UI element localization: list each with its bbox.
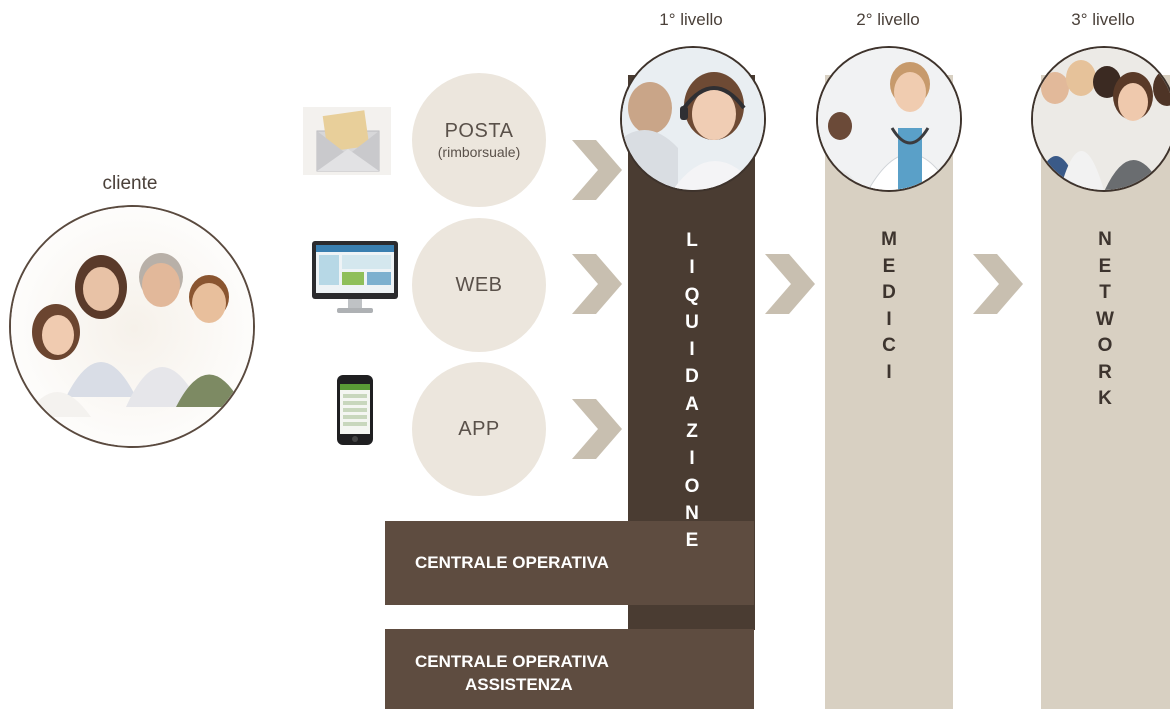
chevron-right-icon (765, 254, 815, 314)
centrale-assistenza-line2: ASSISTENZA (465, 675, 573, 694)
level-2-label: 2° livello (856, 10, 920, 29)
channel-posta: POSTA (rimborsuale) (412, 73, 546, 207)
medici-letter: M (881, 229, 897, 250)
medici-letter: D (882, 282, 896, 303)
centrale-assistenza-line1: CENTRALE OPERATIVA (415, 652, 609, 671)
medici-letter: E (882, 255, 896, 277)
channel-app: APP (412, 362, 546, 496)
network-letter: O (1097, 335, 1113, 356)
medici-letter: I (886, 361, 892, 383)
centrale-assistenza-box: CENTRALE OPERATIVA ASSISTENZA (385, 629, 754, 709)
level-3-label: 3° livello (1071, 10, 1135, 29)
liquidazione-letter: D (685, 366, 699, 388)
network-letter: N (1098, 229, 1112, 250)
client-family-photo (9, 205, 255, 448)
chevron-right-icon (973, 254, 1023, 314)
envelope-icon (303, 107, 391, 175)
smartphone-icon (336, 374, 374, 446)
operator-photo (620, 46, 766, 192)
liquidazione-letter: I (689, 448, 695, 470)
liquidazione-letter: N (685, 502, 699, 524)
level-1-label: 1° livello (659, 10, 723, 29)
monitor-icon (311, 240, 399, 316)
network-letter: W (1096, 308, 1114, 330)
liquidazione-letter: Q (684, 284, 700, 306)
network-letter: T (1099, 282, 1111, 303)
liquidazione-letter: Z (686, 421, 698, 443)
liquidazione-letter: L (686, 230, 698, 251)
liquidazione-letter: A (685, 393, 699, 415)
client-label: cliente (102, 173, 158, 194)
network-letter: K (1098, 388, 1112, 409)
medici-letter: I (886, 308, 892, 330)
network-team-photo (1031, 46, 1170, 192)
liquidazione-letter: I (689, 257, 695, 279)
channel-web-label: WEB (455, 273, 503, 296)
chevron-right-icon (572, 140, 622, 200)
medici-letter: C (882, 335, 896, 356)
chevron-right-icon (572, 254, 622, 314)
liquidazione-letter: E (685, 530, 699, 552)
network-letter: R (1098, 361, 1112, 383)
centrale-operativa-box: CENTRALE OPERATIVA (385, 521, 754, 605)
liquidazione-letter: O (684, 475, 700, 497)
channel-web: WEB (412, 218, 546, 352)
chevron-right-icon (572, 399, 622, 459)
centrale-operativa-label: CENTRALE OPERATIVA (415, 553, 609, 572)
channel-posta-label: POSTA (444, 120, 514, 142)
channel-posta-sublabel: (rimborsuale) (437, 144, 521, 160)
liquidazione-letter: I (689, 339, 695, 361)
liquidazione-letter: U (685, 311, 699, 333)
network-letter: E (1098, 255, 1112, 277)
channel-app-label: APP (458, 417, 500, 440)
doctor-photo (816, 46, 962, 192)
